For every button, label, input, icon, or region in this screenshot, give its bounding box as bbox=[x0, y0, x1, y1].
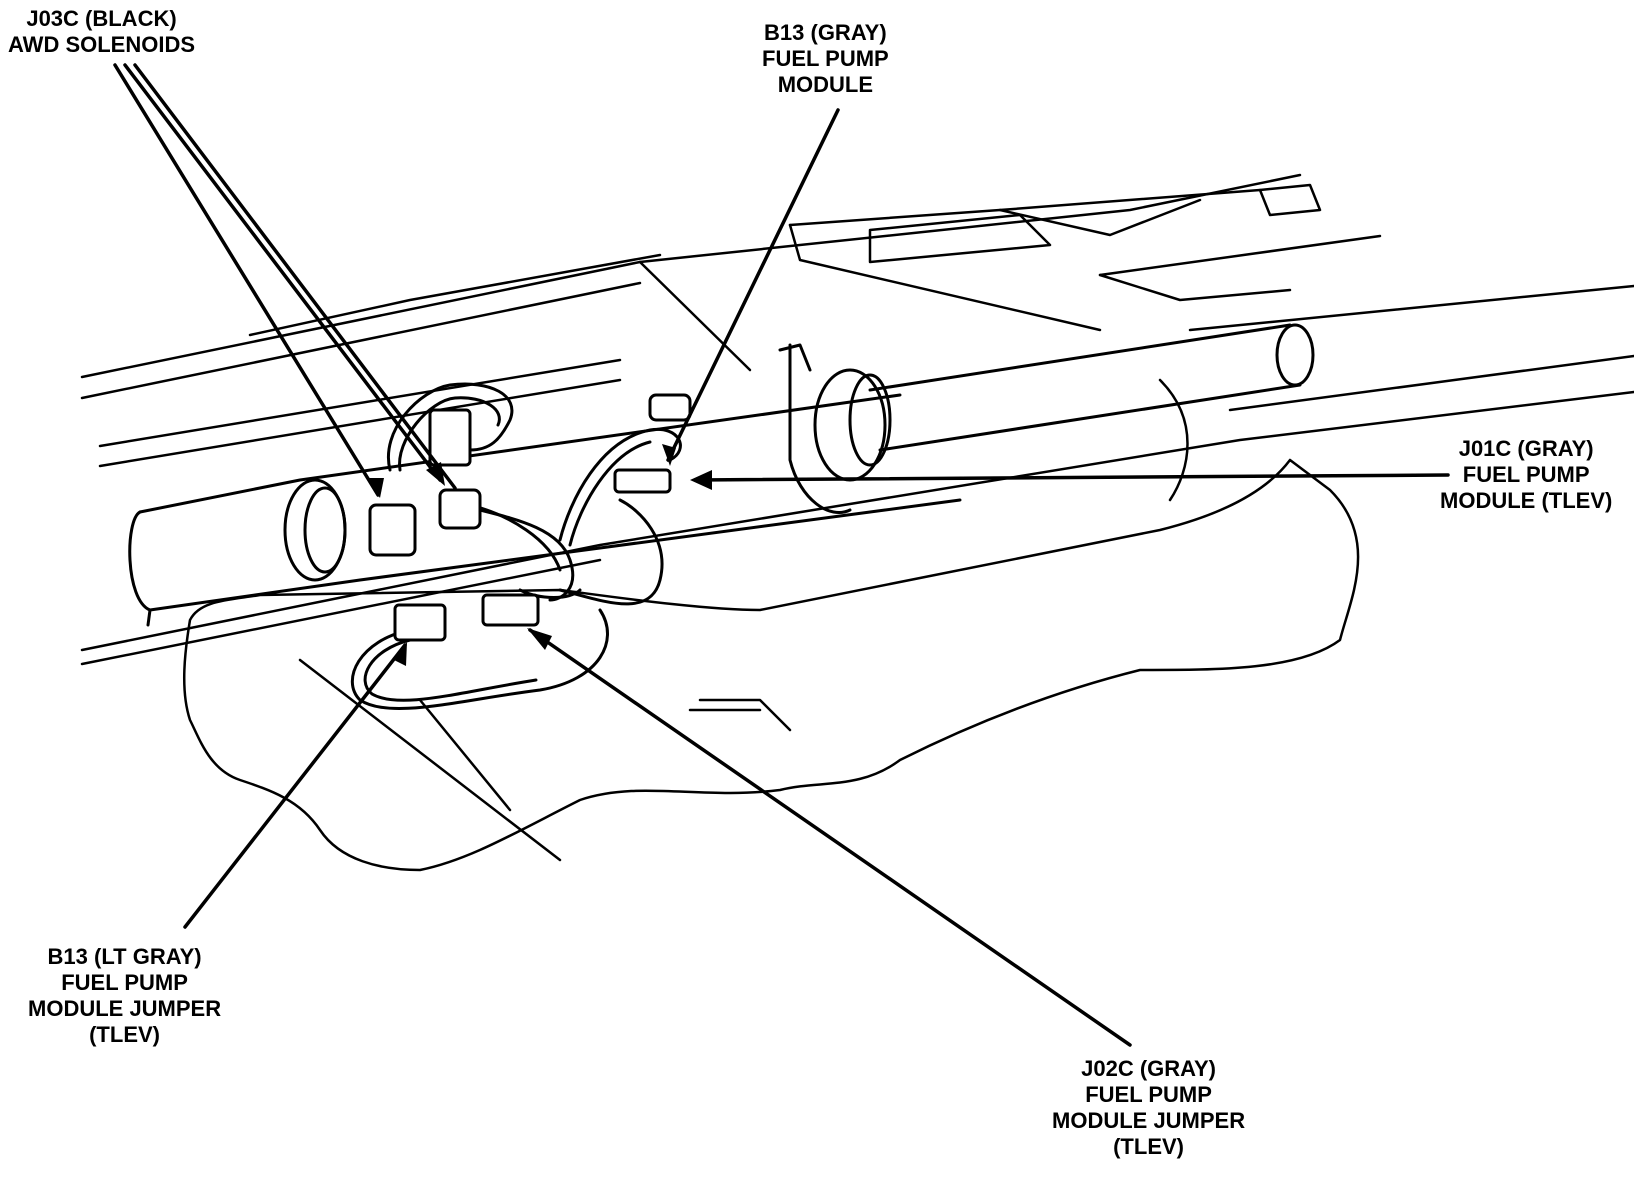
leader-lines bbox=[113, 63, 1450, 1047]
label-b13-lt-gray: B13 (LT GRAY) FUEL PUMP MODULE JUMPER (T… bbox=[28, 944, 221, 1048]
label-b13-gray: B13 (GRAY) FUEL PUMP MODULE bbox=[762, 20, 889, 98]
label-b13-lt-gray-line-3: MODULE JUMPER bbox=[28, 996, 222, 1021]
arrowhead-b13-gray bbox=[662, 444, 676, 466]
j03c-connector-a bbox=[368, 503, 417, 557]
label-b13-gray-line-1: B13 (GRAY) bbox=[764, 20, 887, 45]
label-b13-lt-gray-line-4: (TLEV) bbox=[89, 1022, 160, 1047]
solenoid-body bbox=[428, 408, 472, 467]
label-j03c-line-1: J03C (BLACK) bbox=[26, 6, 177, 31]
b13-lt-gray-connector bbox=[393, 603, 447, 642]
cross-pipe bbox=[128, 393, 962, 627]
arrowhead-j01c bbox=[690, 470, 712, 490]
fuel-tank-outline bbox=[183, 378, 1360, 872]
arrowheads bbox=[366, 444, 712, 666]
label-b13-gray-line-3: MODULE bbox=[777, 72, 874, 97]
j03c-connector-b bbox=[438, 488, 482, 530]
label-j02c-line-1: J02C (GRAY) bbox=[1081, 1056, 1217, 1081]
j02c-connector bbox=[481, 593, 540, 627]
wiring-harness bbox=[350, 382, 682, 711]
label-b13-gray-line-2: FUEL PUMP bbox=[762, 46, 889, 71]
upper-pipe bbox=[778, 323, 1315, 514]
label-j03c: J03C (BLACK) AWD SOLENOIDS bbox=[8, 6, 195, 58]
label-j01c-line-2: FUEL PUMP bbox=[1462, 462, 1590, 487]
frame-rails bbox=[80, 173, 1634, 666]
arrowhead-b13-lt-gray bbox=[392, 642, 407, 666]
label-b13-lt-gray-line-1: B13 (LT GRAY) bbox=[47, 944, 202, 969]
label-j02c: J02C (GRAY) FUEL PUMP MODULE JUMPER (TLE… bbox=[1052, 1056, 1245, 1160]
arrowhead-j03c-b bbox=[426, 462, 445, 486]
label-j01c-line-3: MODULE (TLEV) bbox=[1440, 488, 1613, 513]
b13-gray-connector bbox=[648, 393, 692, 422]
label-j03c-line-2: AWD SOLENOIDS bbox=[8, 32, 196, 57]
arrowhead-j02c bbox=[527, 628, 552, 650]
j01c-connector bbox=[613, 468, 672, 494]
label-j02c-line-2: FUEL PUMP bbox=[1085, 1082, 1212, 1107]
label-b13-lt-gray-line-2: FUEL PUMP bbox=[61, 970, 188, 995]
connectors bbox=[368, 393, 692, 642]
label-j01c: J01C (GRAY) FUEL PUMP MODULE (TLEV) bbox=[1440, 436, 1612, 514]
label-j02c-line-3: MODULE JUMPER bbox=[1052, 1108, 1246, 1133]
arrowhead-j03c-a bbox=[366, 478, 384, 498]
label-j02c-line-4: (TLEV) bbox=[1113, 1134, 1184, 1159]
label-j01c-line-1: J01C (GRAY) bbox=[1458, 436, 1594, 461]
